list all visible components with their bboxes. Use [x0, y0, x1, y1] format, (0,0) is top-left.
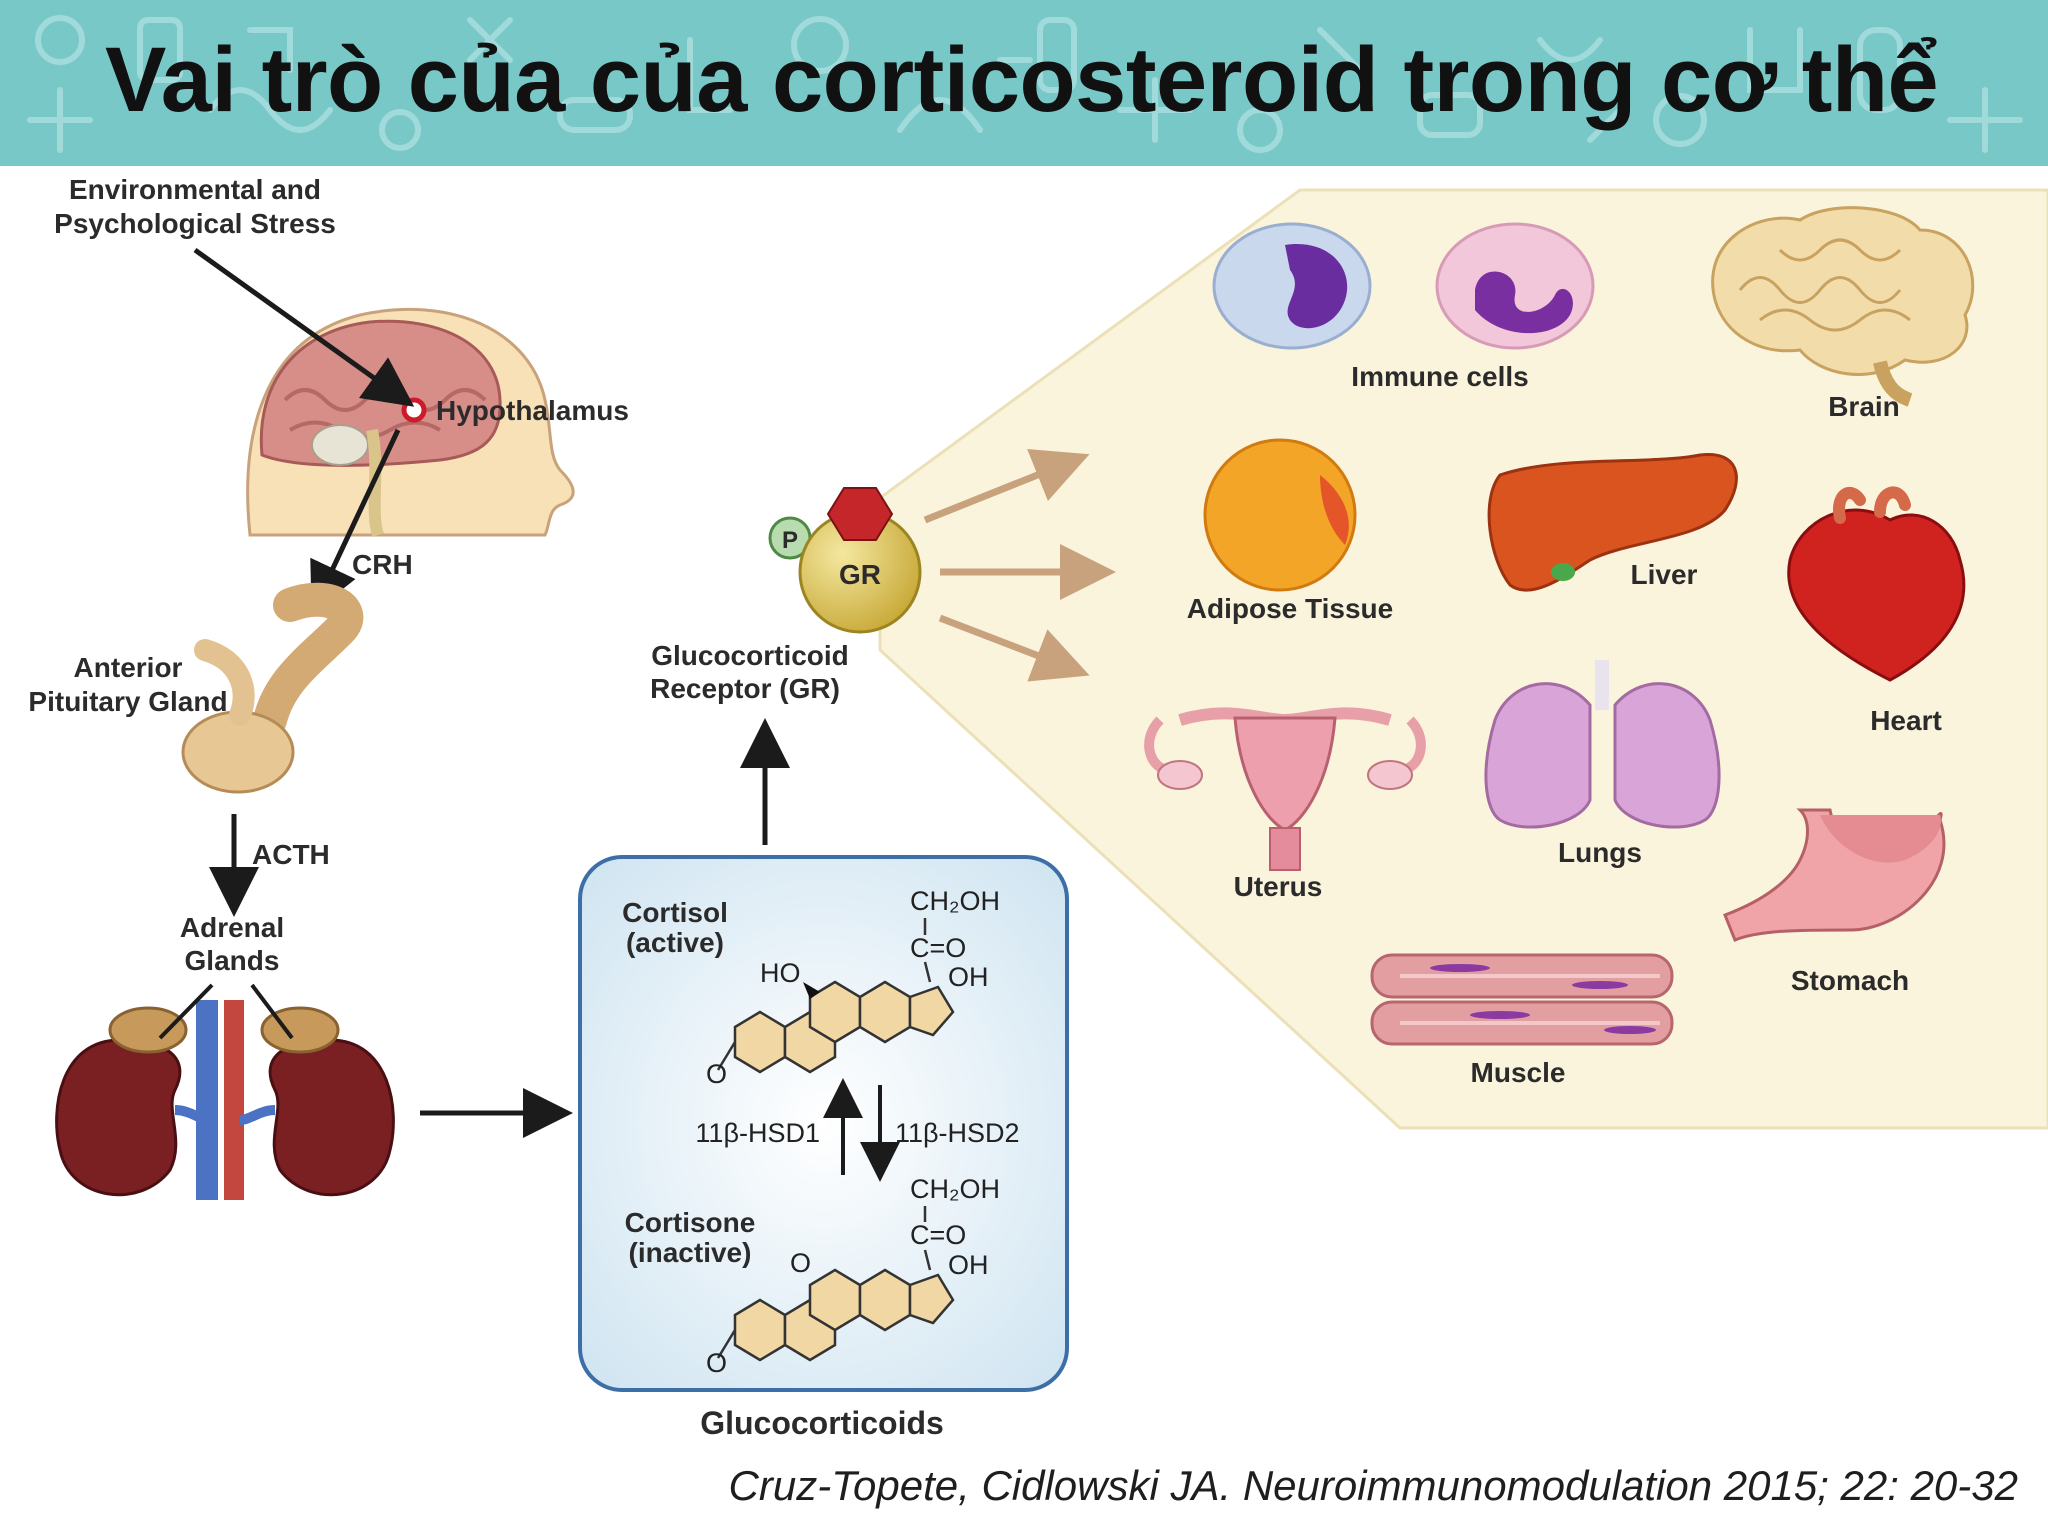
adrenal-label-line2: Glands	[185, 945, 280, 976]
immune-cells-illustration	[1212, 222, 1595, 350]
hypothalamus-marker	[401, 397, 427, 423]
receptor-label-line2: Receptor (GR)	[650, 673, 840, 704]
receptor-label-line1: Glucocorticoid	[651, 640, 849, 671]
lungs-label: Lungs	[1558, 837, 1642, 868]
enzyme-hsd2-label: 11β-HSD2	[895, 1118, 1020, 1148]
cortisol-steroid-structure	[733, 980, 955, 1074]
cortisone-ketone-bond	[716, 1329, 737, 1359]
pituitary-label-line2: Pituitary Gland	[28, 686, 227, 717]
stomach-label: Stomach	[1791, 965, 1909, 996]
title-banner: Vai trò của của corticosteroid trong cơ …	[0, 0, 2048, 166]
cortisol-label-line2: (active)	[626, 927, 724, 958]
effect-arrow-upper	[923, 449, 1090, 524]
cortisone-label-line2: (inactive)	[629, 1237, 752, 1268]
cortisol-oh-text: OH	[948, 962, 989, 992]
cortisol-o-text: O	[706, 1059, 727, 1089]
cortisol-ketone-bond	[716, 1041, 737, 1071]
cortisone-oh-text: OH	[948, 1250, 989, 1280]
brain-label: Brain	[1828, 391, 1900, 422]
cortisone-label-line1: Cortisone	[625, 1207, 756, 1238]
heart-label: Heart	[1870, 705, 1942, 736]
gr-p-label: P	[782, 527, 798, 554]
stomach-illustration	[1723, 808, 1946, 942]
kidneys-adrenal-illustration	[55, 1000, 395, 1200]
cortisol-ch2oh-text: CH₂OH	[910, 886, 1000, 916]
adrenal-pointer-left	[158, 983, 214, 1040]
pituitary-label-line1: Anterior	[74, 652, 183, 683]
ligand-hexagon	[826, 487, 894, 541]
cortisol-ho-text: HO	[760, 958, 801, 988]
target-tissue-panel	[878, 188, 2048, 1130]
cortisone-ketone-o-text: O	[790, 1248, 811, 1278]
cortisol-co-text: C=O	[910, 933, 966, 963]
effect-arrow-lower	[938, 614, 1090, 682]
cortisone-co-text: C=O	[910, 1220, 966, 1250]
glucocorticoids-label: Glucocorticoids	[700, 1405, 944, 1441]
uterus-label: Uterus	[1234, 871, 1323, 902]
slide-title: Vai trò của của corticosteroid trong cơ …	[105, 29, 1939, 131]
medical-pattern-background	[27, 15, 2023, 153]
cortisol-wedge-bond	[803, 982, 820, 999]
liver-label: Liver	[1631, 559, 1698, 590]
adrenal-label-line1: Adrenal	[180, 912, 284, 943]
enzyme-hsd1-label: 11β-HSD1	[695, 1118, 820, 1148]
lungs-illustration	[1484, 660, 1721, 829]
cortisone-steroid-structure	[733, 1268, 955, 1362]
muscle-label: Muscle	[1471, 1057, 1566, 1088]
heart-illustration	[1787, 486, 1966, 682]
hypothalamus-label: Hypothalamus	[436, 395, 629, 426]
cortisol-label-line1: Cortisol	[622, 897, 728, 928]
glucocorticoids-box	[578, 855, 1069, 1392]
stress-label-line2: Psychological Stress	[54, 208, 336, 239]
cortisone-o-text: O	[706, 1348, 727, 1378]
crh-label: CRH	[352, 549, 413, 580]
muscle-illustration	[1370, 953, 1674, 1046]
citation-text: Cruz-Topete, Cidlowski JA. Neuroimmunomo…	[728, 1462, 2018, 1509]
stress-to-hypothalamus-arrow	[193, 247, 415, 407]
crh-arrow	[310, 428, 401, 614]
pituitary-gland-illustration	[181, 582, 364, 794]
liver-illustration	[1487, 452, 1738, 592]
uterus-illustration	[1144, 707, 1426, 871]
adrenal-pointer-right	[250, 983, 294, 1040]
adipose-tissue-illustration	[1203, 438, 1357, 592]
stress-label-line1: Environmental and	[69, 174, 321, 205]
immune-cells-label: Immune cells	[1351, 361, 1528, 392]
brain-illustration	[1711, 206, 1975, 407]
head-brain-illustration	[246, 307, 575, 537]
acth-label: ACTH	[252, 839, 330, 870]
adipose-tissue-label: Adipose Tissue	[1187, 593, 1393, 624]
cortisone-ch2oh-text: CH₂OH	[910, 1174, 1000, 1204]
gr-label: GR	[839, 559, 881, 590]
corticosteroid-pathway-diagram: Environmental and Psychological Stress H…	[28, 174, 2048, 1441]
